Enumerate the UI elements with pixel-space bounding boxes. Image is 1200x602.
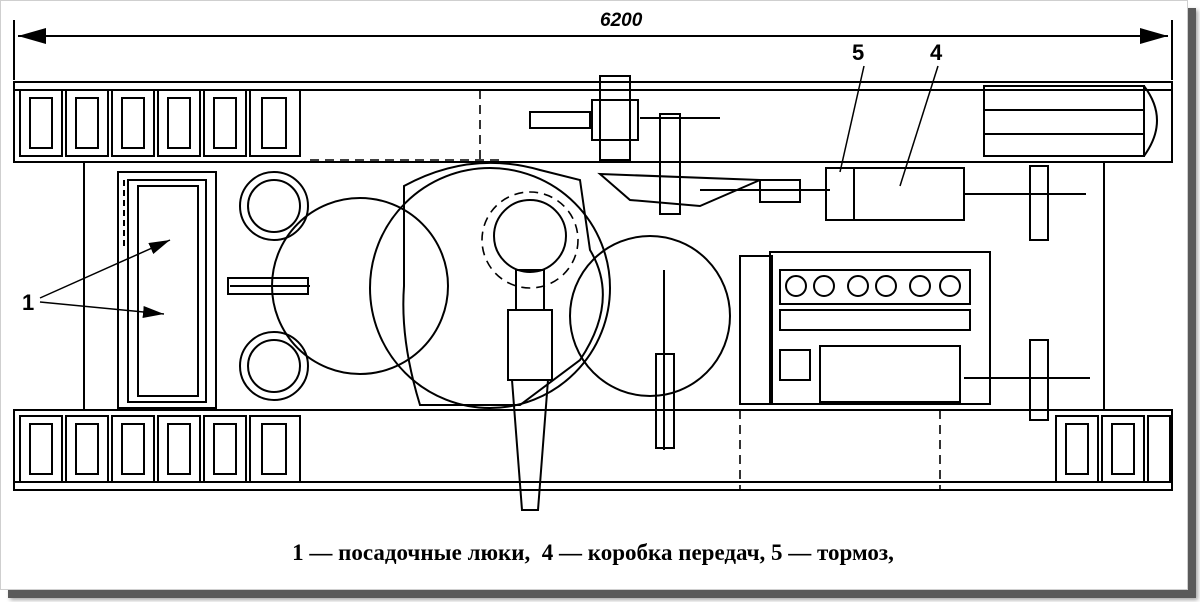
figure-caption: 1 — посадочные люки, 4 — коробка передач…: [292, 540, 894, 565]
engine-block: [739, 251, 1090, 421]
steering-linkage: [529, 75, 830, 215]
landing-hatches: [117, 171, 217, 409]
rear-radiator: [983, 85, 1158, 157]
fuel-filler-caps: [239, 171, 309, 401]
gearbox-unit: [853, 165, 1086, 241]
hull-outline: [13, 81, 1173, 491]
track-bottom-left: [19, 415, 301, 483]
dimension-line: [13, 20, 1173, 80]
overall-length-dimension: 6200: [600, 10, 643, 31]
callout-brake: 5: [852, 40, 865, 65]
turret-basket: [271, 161, 731, 409]
control-rod: [655, 270, 675, 450]
callout-hatches: 1: [22, 290, 35, 315]
brake-unit: [825, 167, 855, 221]
track-top-left: [19, 89, 301, 157]
technical-drawing: [13, 20, 1173, 511]
callout-leaders: [39, 65, 939, 318]
drive-shaft: [227, 199, 567, 511]
callout-gearbox: 4: [930, 40, 943, 65]
track-bottom-right: [1055, 415, 1171, 483]
